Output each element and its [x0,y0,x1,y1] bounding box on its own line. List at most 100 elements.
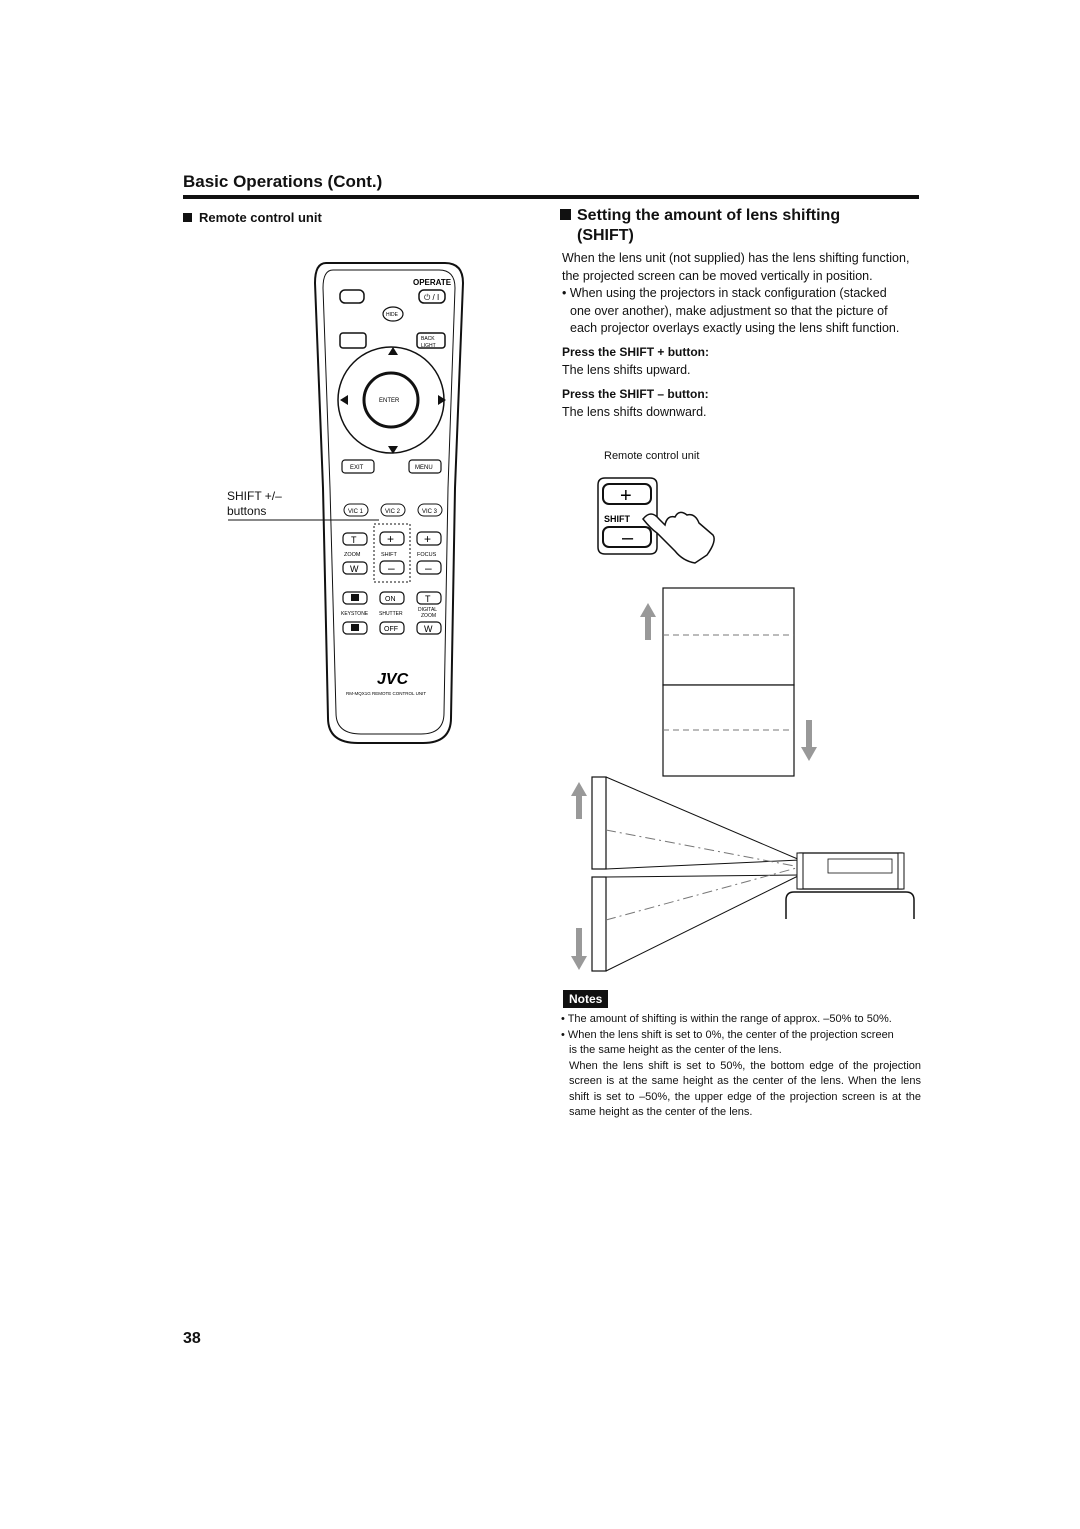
projector-panel [827,858,893,874]
note-2-line1: • When the lens shift is set to 0%, the … [561,1028,894,1041]
down-arrow-icon [388,446,398,454]
projection-line [605,874,801,972]
intro-line2: the projected screen can be moved vertic… [562,268,873,283]
zoom-w-button [342,561,368,575]
focus-plus-label: + [424,532,431,546]
projection-line [605,859,801,870]
right-arrow-icon [438,395,446,405]
digital-zoom-w-label: W [424,624,433,634]
left-arrow-icon [340,395,348,405]
up-arrow-icon [571,782,587,819]
keystone-down-icon [351,624,359,631]
focus-label: FOCUS [417,552,437,558]
down-arrow-icon [801,720,817,761]
figure-caption: Remote control unit [604,450,700,462]
focus-plus-button [416,531,442,546]
zoom-label: ZOOM [344,552,361,558]
menu-button [408,459,442,474]
jvc-logo: JVC [377,671,409,688]
shift-label: SHIFT [381,552,398,558]
page-number: 38 [183,1330,201,1347]
enter-button [362,371,420,429]
projection-line [605,874,801,878]
shift-minus-button [379,560,405,575]
remote-control-heading: Remote control unit [183,210,322,225]
vic3-button [417,503,443,517]
shift-buttons-closeup: + SHIFT – [597,477,715,564]
lower-side-screen [591,876,607,972]
press-minus-title: Press the SHIFT – button: [562,387,709,401]
bullet-line2: one over another), make adjustment so th… [570,303,888,318]
t-label: T [351,535,357,545]
w-label: W [350,564,359,574]
up-arrow-icon [640,603,656,640]
note-3: When the lens shift is set to 50%, the b… [569,1059,921,1119]
hide-label: HIDE [386,312,399,318]
shift-heading: Setting the amount of lens shifting (SHI… [560,206,840,246]
shift-plus-closeup-button [602,483,652,505]
up-arrow-icon [388,347,398,355]
shift-heading-line2: (SHIFT) [577,227,634,244]
notes-block: • The amount of shifting is within the r… [561,1012,921,1121]
shift-minus-label: – [388,561,395,575]
operate-label: OPERATE [413,278,452,287]
upper-screen [662,587,795,686]
digital-zoom-label: ZOOM [421,613,436,619]
keystone-label: KEYSTONE [341,611,369,617]
projector-stand [785,891,915,919]
bullet-line3: each projector overlays exactly using th… [570,321,900,335]
vic2-label: VIC 2 [385,509,401,515]
projector-handle-right [897,852,905,890]
power-symbol: ⏻ / I [424,293,439,302]
remote-control-illustration: OPERATE ⏻ / I HIDE BACK LIGHT ENTER EXIT… [228,262,465,744]
section-title: Basic Operations (Cont.) [183,172,383,191]
header-rule [183,195,919,199]
shift-closeup-label: SHIFT [604,514,631,524]
pointing-hand-icon [642,511,715,564]
on-label: ON [385,596,396,603]
left-top-button [339,332,367,349]
shift-minus-closeup-button [602,526,652,548]
square-bullet-icon [560,209,571,220]
vic2-button [380,503,406,517]
projection-center-line [605,866,801,921]
notes-badge: Notes [563,990,609,1008]
remote-control-heading-text: Remote control unit [199,210,322,225]
back-label: BACK [421,336,435,342]
zoom-t-button [342,532,368,546]
intro-line1: When the lens unit (not supplied) has th… [562,251,910,265]
square-bullet-icon [183,213,192,222]
shift-callout: SHIFT +/– buttons [227,489,282,519]
vic1-button [343,503,369,517]
light-label: LIGHT [421,343,436,349]
vic3-label: VIC 3 [422,509,438,515]
digital-zoom-t-button [416,591,442,605]
down-arrow-icon [571,928,587,970]
shift-plus-button [379,531,405,546]
hide-button [382,306,404,322]
note-1: • The amount of shifting is within the r… [561,1013,892,1025]
upper-side-screen [591,776,607,870]
projection-center-line [605,829,801,868]
shift-plus-label: + [387,532,394,546]
menu-label: MENU [415,465,433,471]
shift-callout-line2: buttons [227,504,267,518]
lens-shift-diagram [571,587,915,972]
note-2-line2: is the same height as the center of the … [569,1044,782,1056]
digital-label: DIGITAL [418,607,437,613]
enter-label: ENTER [379,398,400,404]
back-light-button [416,332,446,349]
shift-callout-line1: SHIFT +/– [227,489,282,503]
exit-button [341,459,375,474]
press-plus-title: Press the SHIFT + button: [562,345,710,359]
exit-label: EXIT [350,465,364,471]
off-label: OFF [384,626,398,633]
bullet-line1: • When using the projectors in stack con… [562,286,887,300]
projection-line [605,776,801,861]
press-minus-text: The lens shifts downward. [562,405,707,419]
shift-heading-line1: Setting the amount of lens shifting [577,207,841,224]
power-button [418,289,446,304]
keystone-up-icon [351,594,359,601]
shift-minus-closeup-label: – [622,527,634,549]
shift-group-outline [373,523,411,583]
